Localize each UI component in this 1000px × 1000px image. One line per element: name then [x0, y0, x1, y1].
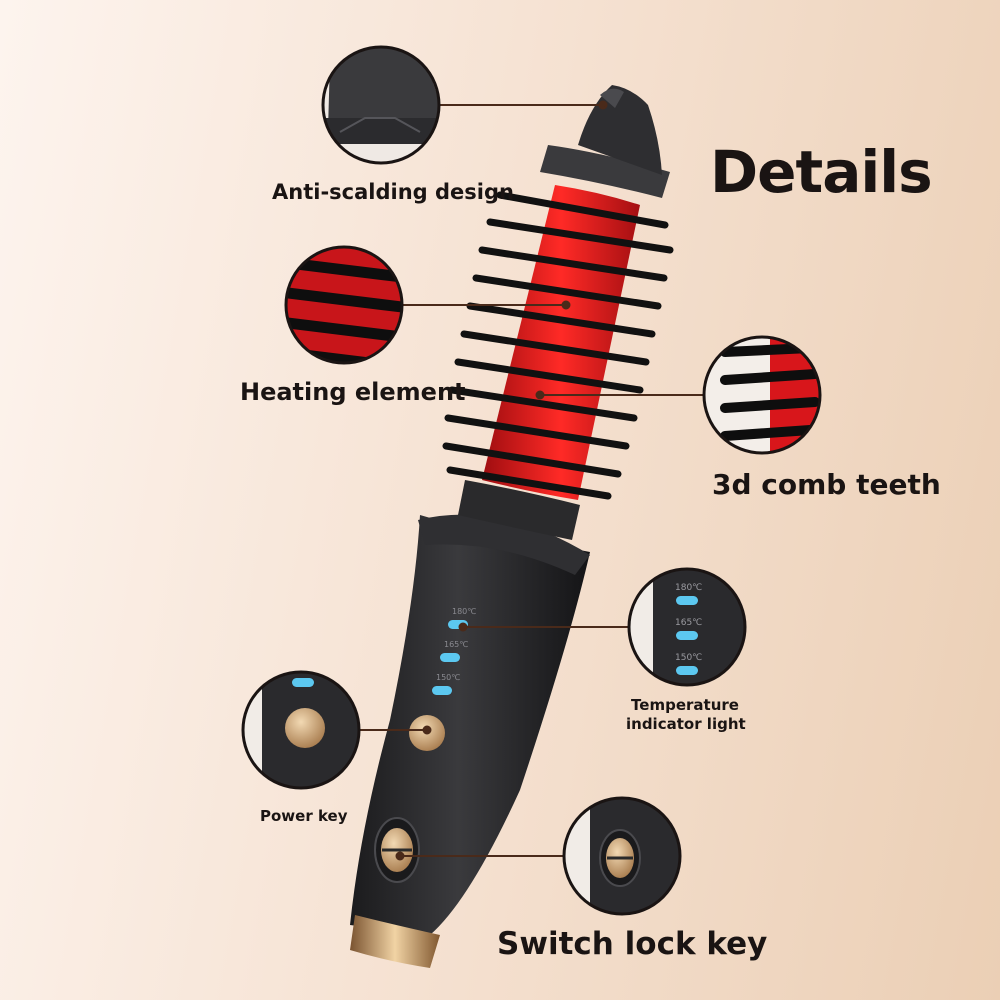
callout-comb-teeth — [702, 335, 822, 455]
handle-mark-150: 150℃ — [436, 673, 460, 682]
label-temperature-line2: indicator light — [626, 715, 746, 733]
anti-scalding-cap — [540, 145, 670, 198]
temp-mark-180: 180℃ — [675, 583, 702, 593]
label-heating-element: Heating element — [240, 378, 466, 406]
label-comb-teeth: 3d comb teeth — [712, 468, 941, 501]
temp-mark-150: 150℃ — [675, 653, 702, 663]
callout-anti-scalding — [321, 45, 441, 165]
label-power-key: Power key — [260, 807, 348, 825]
handle-mark-180: 180℃ — [452, 607, 476, 616]
leader-lines — [360, 100, 703, 861]
label-temperature-line1: Temperature — [631, 696, 739, 714]
handle-mark-165: 165℃ — [444, 640, 468, 649]
heating-barrel — [482, 185, 640, 500]
label-anti-scalding: Anti-scalding design — [272, 180, 514, 204]
callout-power-key — [241, 670, 361, 790]
callout-temperature: 180℃ 165℃ 150℃ — [627, 567, 747, 687]
label-temperature: Temperature indicator light — [626, 696, 746, 734]
neck-collar — [458, 480, 580, 540]
page-title: Details — [710, 138, 933, 206]
gold-end-cap — [350, 915, 440, 968]
callout-heating — [284, 245, 404, 365]
hair-brush — [350, 85, 674, 968]
callout-switch-lock — [562, 796, 682, 916]
label-switch-lock-key: Switch lock key — [497, 926, 768, 962]
bristle-rows — [442, 191, 674, 500]
temp-mark-165: 165℃ — [675, 618, 702, 628]
